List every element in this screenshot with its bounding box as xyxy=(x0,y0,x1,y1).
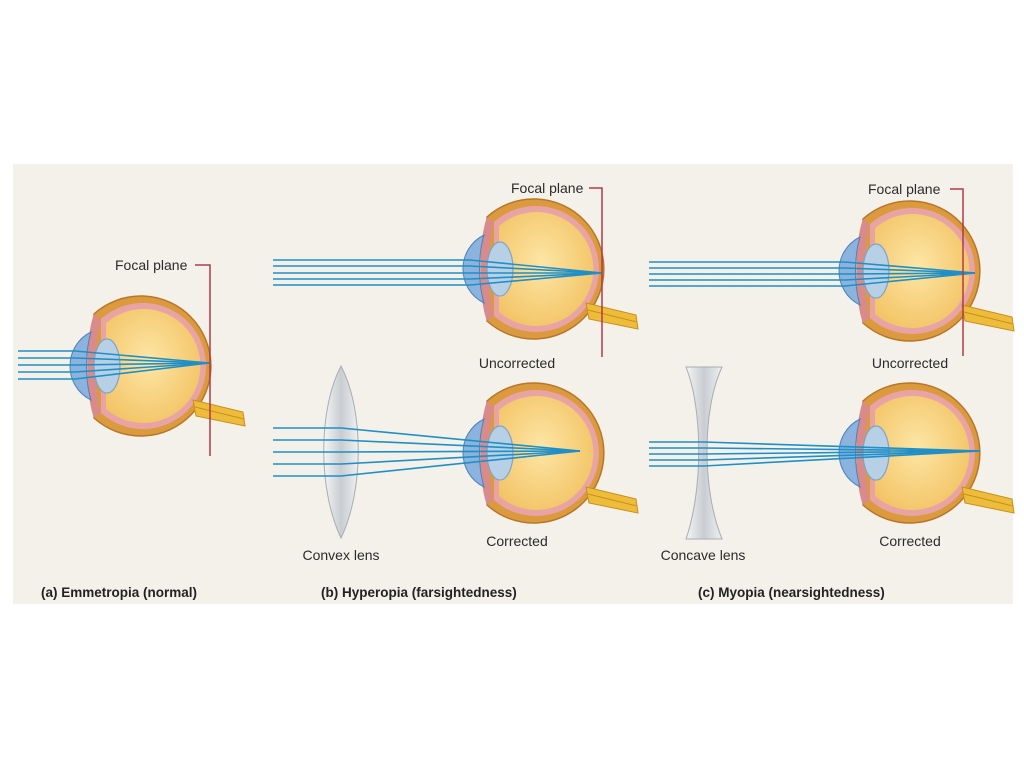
focal-plane-label-b: Focal plane xyxy=(511,180,584,196)
light-rays-normal xyxy=(18,350,210,380)
eye-hyperopia-uncorrected xyxy=(462,198,639,340)
corrected-label-b: Corrected xyxy=(486,533,547,549)
focal-plane-label-c: Focal plane xyxy=(868,181,941,197)
light-rays-hyperopia-uncorrected xyxy=(273,259,603,286)
uncorrected-label-c: Uncorrected xyxy=(872,355,948,371)
concave-lens-label: Concave lens xyxy=(661,547,746,563)
corrected-label-c: Corrected xyxy=(879,533,940,549)
light-rays-hyperopia-corrected xyxy=(273,427,581,477)
caption-emmetropia: (a) Emmetropia (normal) xyxy=(41,585,197,600)
focal-plane-line-a xyxy=(195,264,211,456)
light-rays-myopia-uncorrected xyxy=(649,261,976,287)
focal-plane-line-b xyxy=(589,187,603,357)
focal-plane-label-a: Focal plane xyxy=(115,257,188,273)
light-rays-myopia-corrected xyxy=(649,441,981,467)
caption-hyperopia: (b) Hyperopia (farsightedness) xyxy=(321,585,517,600)
uncorrected-label-b: Uncorrected xyxy=(479,355,555,371)
convex-lens-label: Convex lens xyxy=(302,547,379,563)
focal-plane-line-c xyxy=(950,188,964,356)
caption-myopia: (c) Myopia (nearsightedness) xyxy=(698,585,885,600)
concave-lens-shape xyxy=(685,366,723,540)
